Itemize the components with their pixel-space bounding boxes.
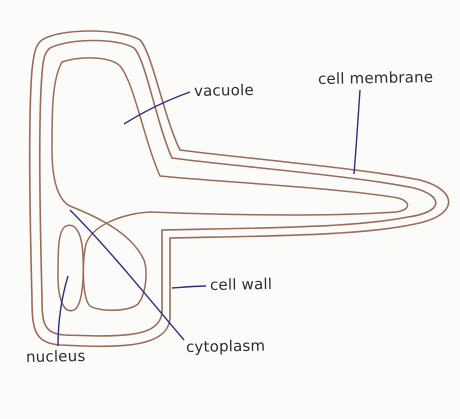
cell-membrane-label: cell membrane [318,68,434,88]
cell-wall-leader-line [172,286,206,288]
cell-wall-label: cell wall [210,275,272,294]
cell-membrane-leader-line [354,90,360,174]
nucleus-label: nucleus [26,347,86,366]
nucleus-outline [58,225,83,310]
cytoplasm-label: cytoplasm [186,337,266,356]
vacuole-label: vacuole [194,81,254,100]
